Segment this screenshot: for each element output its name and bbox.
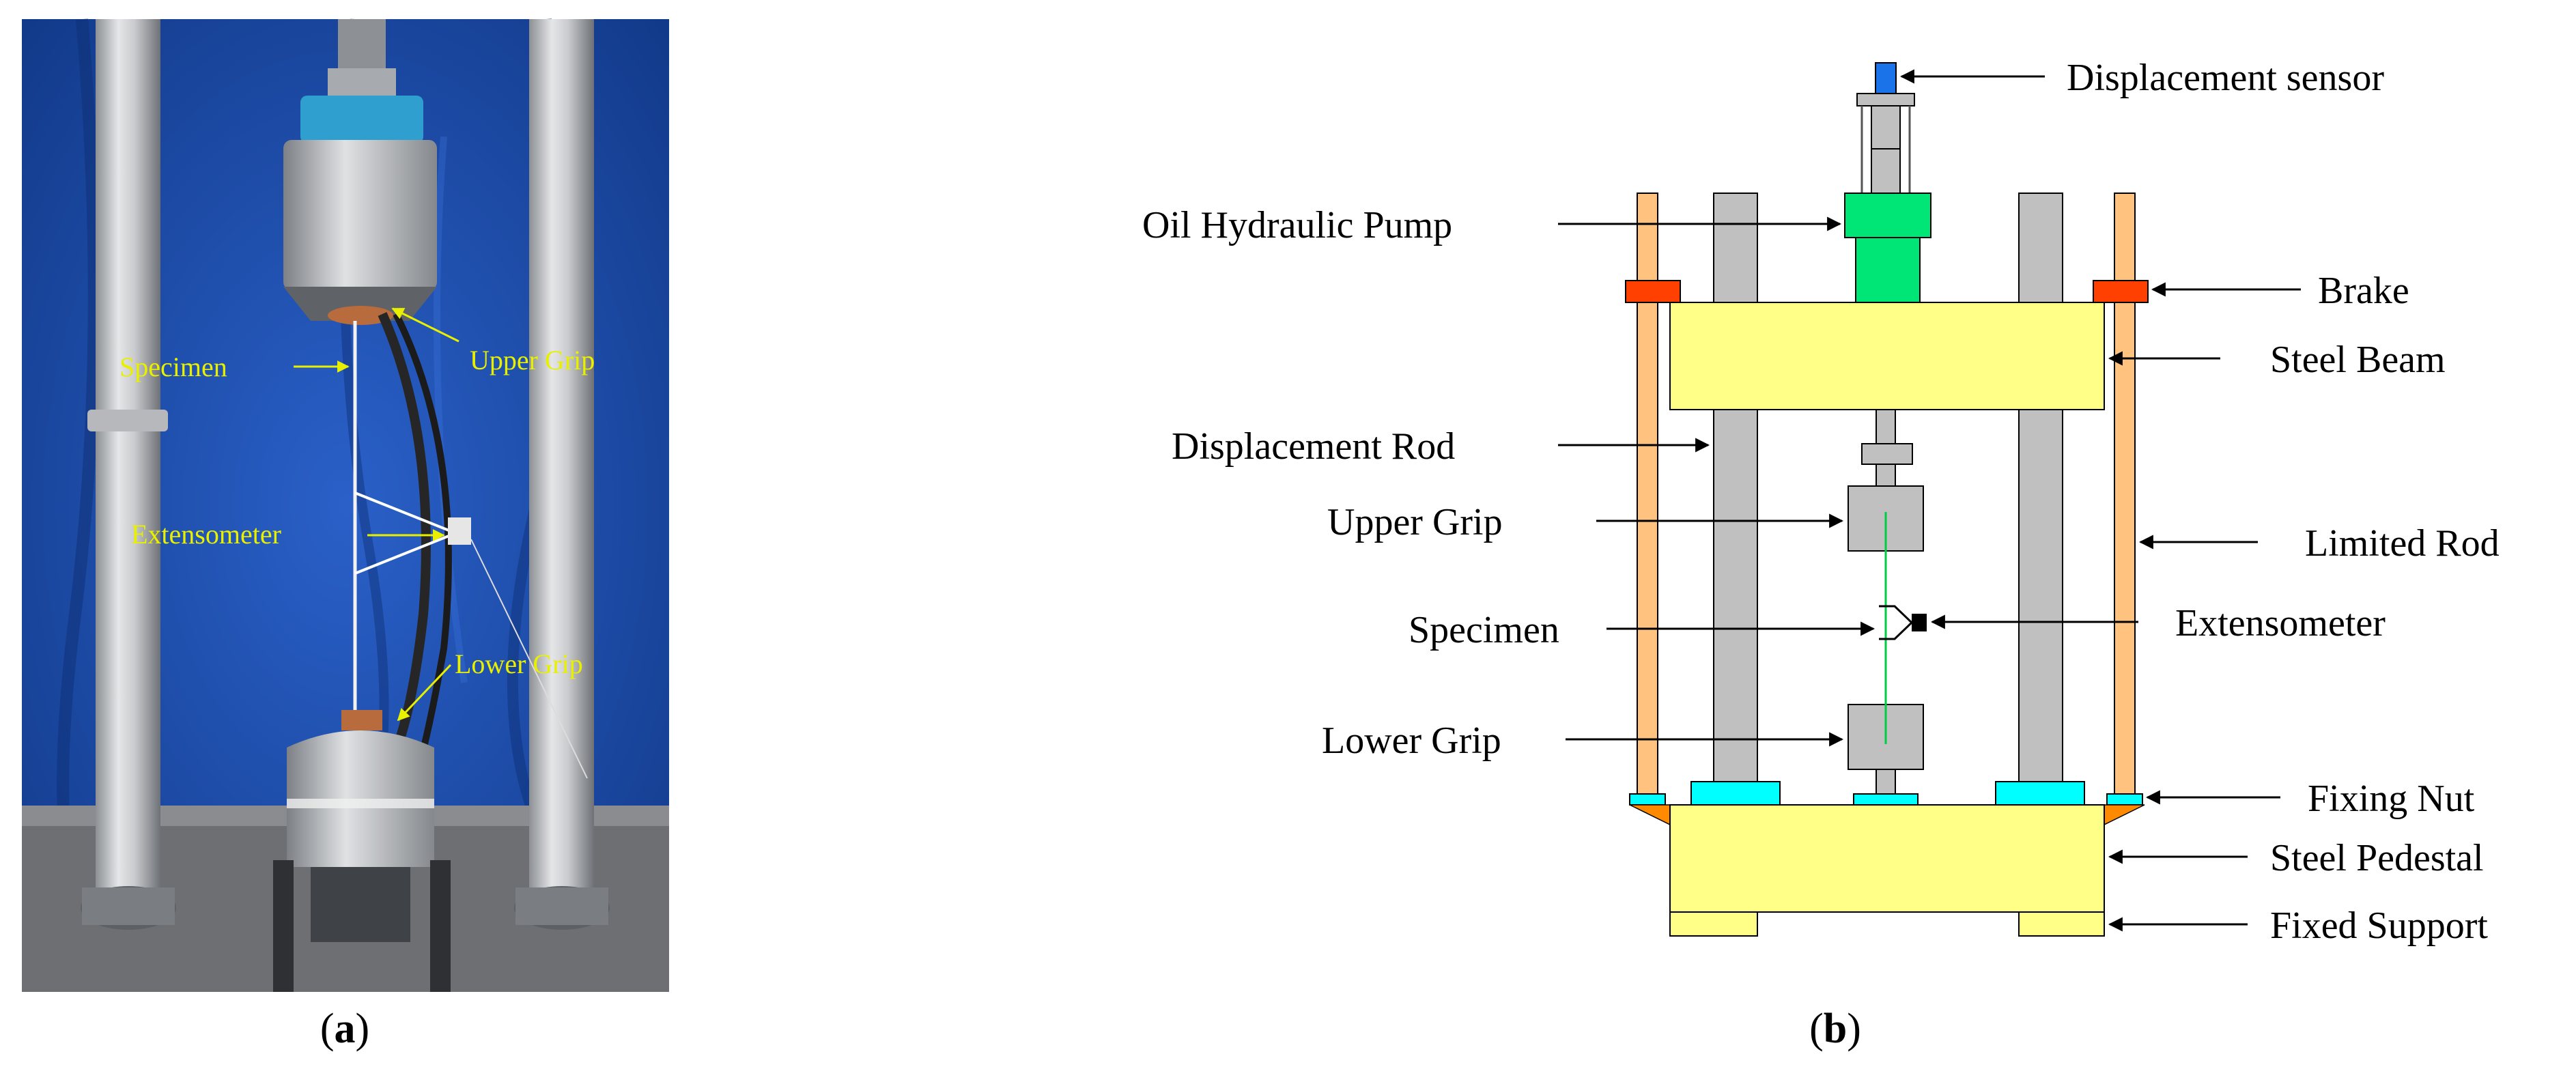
displacement-sensor-block — [1875, 62, 1897, 94]
steel-beam — [1669, 302, 2105, 410]
right-column — [514, 19, 610, 930]
brake-left — [1625, 280, 1681, 303]
displacement-rod-left — [1713, 193, 1758, 795]
label-upper-grip: Upper Grip — [1327, 501, 1503, 543]
label-specimen: Specimen — [1409, 609, 1559, 651]
label-displacement-sensor: Displacement sensor — [2067, 57, 2384, 99]
fixing-nut-right — [2106, 793, 2143, 806]
extensometer-photo — [354, 492, 588, 779]
label-limited-rod: Limited Rod — [2305, 522, 2500, 565]
caption-a-letter: a — [335, 1006, 356, 1052]
label-steel-pedestal: Steel Pedestal — [2270, 837, 2484, 879]
label-steel-beam: Steel Beam — [2270, 339, 2446, 381]
label-fixed-support: Fixed Support — [2270, 905, 2488, 947]
displacement-rod-right — [2018, 193, 2063, 795]
lower-grip-photo — [273, 710, 451, 992]
label-fixing-nut: Fixing Nut — [2308, 778, 2475, 820]
photo-label-extensometer: Extensometer — [131, 519, 281, 550]
fixing-nut-left — [1629, 793, 1666, 806]
label-extensometer: Extensometer — [2175, 602, 2386, 644]
label-oil-hydraulic-pump: Oil Hydraulic Pump — [1142, 204, 1452, 246]
caption-a: (a) — [320, 1006, 369, 1052]
upper-grip-photo — [283, 19, 437, 325]
panel-b-schematic: Displacement sensor Oil Hydraulic Pump B… — [1142, 57, 2500, 947]
fixed-support-left — [1669, 911, 1758, 937]
panel-a-photo: Specimen Upper Grip Extensometer Lower G… — [22, 18, 669, 992]
photo-label-lower-grip: Lower Grip — [455, 649, 583, 679]
extensometer-schematic — [1879, 605, 1927, 640]
brake-right — [2093, 280, 2149, 303]
fixed-support-right — [2018, 911, 2105, 937]
left-column — [81, 19, 176, 930]
oil-hydraulic-pump — [1844, 193, 1931, 238]
steel-pedestal — [1669, 804, 2105, 913]
label-displacement-rod: Displacement Rod — [1172, 425, 1455, 468]
photo-label-upper-grip: Upper Grip — [470, 345, 595, 375]
caption-b: (b) — [1809, 1006, 1861, 1052]
caption-b-letter: b — [1824, 1006, 1847, 1052]
label-lower-grip: Lower Grip — [1322, 720, 1501, 762]
photo-label-specimen: Specimen — [119, 352, 227, 382]
label-brake: Brake — [2318, 270, 2409, 312]
